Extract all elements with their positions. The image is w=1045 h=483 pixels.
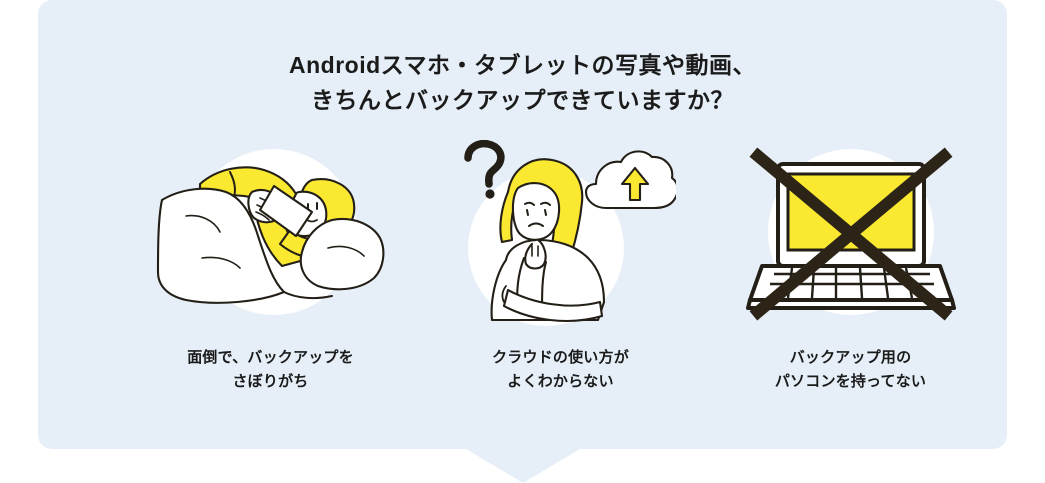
list-item: クラウドの使い方が よくわからない (416, 140, 706, 394)
list-item-caption: 面倒で、バックアップを さぼりがち (187, 346, 354, 394)
downward-triangle-pointer (465, 449, 580, 483)
cross-out-icon (749, 147, 952, 321)
info-card: Androidスマホ・タブレットの写真や動画、 きちんとバックアップできています… (38, 0, 1007, 449)
page-title-line-2: きちんとバックアップできていますか？ (311, 87, 734, 113)
person-in-bed-with-phone-illustration (156, 140, 386, 340)
caption-line-1: 面倒で、バックアップを (187, 349, 354, 366)
list-item-caption: バックアップ用の パソコンを持ってない (775, 346, 926, 394)
caption-line-2: よくわからない (507, 373, 614, 390)
question-mark-icon (463, 140, 505, 199)
caption-line-2: さぼりがち (232, 373, 309, 390)
caption-line-1: バックアップ用の (789, 349, 912, 366)
page-title-line-1: Androidスマホ・タブレットの写真や動画、 (289, 52, 756, 78)
pain-point-list: 面倒で、バックアップを さぼりがち (76, 140, 1045, 394)
list-item: バックアップ用の パソコンを持ってない (706, 140, 996, 394)
caption-line-1: クラウドの使い方が (492, 349, 629, 366)
crossed-out-laptop-illustration (736, 140, 966, 340)
list-item-caption: クラウドの使い方が よくわからない (492, 346, 629, 394)
page-title: Androidスマホ・タブレットの写真や動画、 きちんとバックアップできています… (38, 48, 1007, 118)
confused-woman-with-cloud-upload-illustration (446, 140, 676, 340)
caption-line-2: パソコンを持ってない (774, 373, 927, 390)
list-item: 面倒で、バックアップを さぼりがち (126, 140, 416, 394)
